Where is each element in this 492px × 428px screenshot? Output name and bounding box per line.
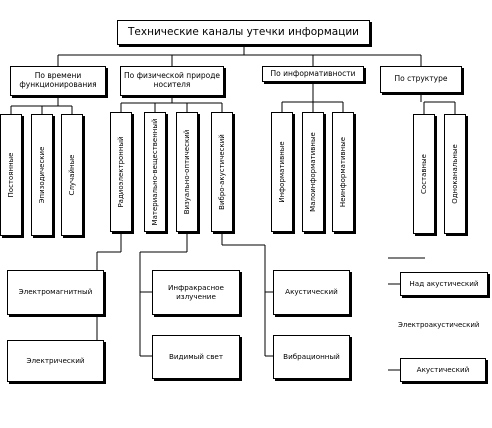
item-vibro-acoustic: Вибро-акустический: [211, 112, 233, 232]
item-composite: Составные: [413, 114, 435, 234]
item-random: Случайные: [61, 114, 83, 236]
item-single-channel: Одноканальные: [444, 114, 466, 234]
item-visual-optical: Визуально-оптический: [176, 112, 198, 232]
sub-electromagnetic: Электромагнитный: [7, 270, 104, 315]
diagram-title: Технические каналы утечки информации: [117, 20, 370, 45]
category-by-physical-nature: По физической природе носителя: [120, 66, 224, 96]
right-item-over-acoustic: Над акустический: [400, 272, 488, 296]
sub-vibration: Вибрационный: [273, 335, 350, 379]
sub-electric: Электрический: [7, 340, 104, 382]
right-item-electroacoustic: Электроакустический: [398, 321, 480, 329]
item-radioelectronic: Радиоэлектронный: [110, 112, 132, 232]
sub-infrared: Инфракрасное излучение: [152, 270, 240, 315]
item-episodic: Эпизодические: [31, 114, 53, 236]
item-material: Материально-вещественный: [144, 112, 166, 232]
sub-acoustic: Акустический: [273, 270, 350, 315]
item-low-informative: Малоинформативные: [302, 112, 324, 232]
sub-visible-light: Видимый свет: [152, 335, 240, 379]
right-item-acoustic: Акустический: [400, 358, 486, 382]
category-by-informativeness: По информативности: [262, 66, 364, 82]
category-by-structure: По структуре: [380, 66, 462, 93]
item-permanent: Постоянные: [0, 114, 22, 236]
category-by-time: По времени функционирования: [10, 66, 106, 96]
item-informative: Информативные: [271, 112, 293, 232]
item-non-informative: Неинформативные: [332, 112, 354, 232]
